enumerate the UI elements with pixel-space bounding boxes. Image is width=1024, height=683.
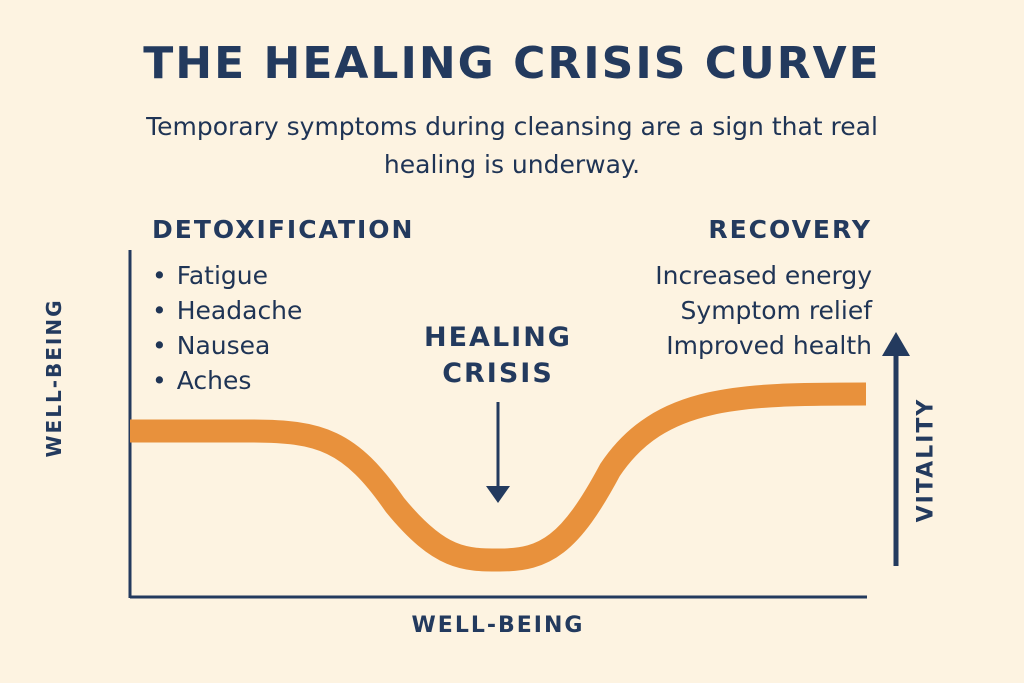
recovery-heading: RECOVERY xyxy=(708,215,872,244)
healing-crisis-line1: HEALING xyxy=(424,322,572,353)
y-axis-label: WELL-BEING xyxy=(42,298,66,458)
x-axis-label: WELL-BEING xyxy=(411,613,585,638)
symptom-item: Fatigue xyxy=(152,258,302,293)
benefit-item: Symptom relief xyxy=(680,296,872,325)
vitality-label: VITALITY xyxy=(913,397,939,523)
symptom-item: Nausea xyxy=(152,328,302,363)
detox-symptom-list: Fatigue Headache Nausea Aches xyxy=(152,258,303,398)
down-arrow-icon xyxy=(486,402,510,503)
recovery-benefit-list: Increased energy Symptom relief Improved… xyxy=(590,258,872,363)
up-arrow-icon xyxy=(882,332,910,566)
diagram-subtitle: Temporary symptoms during cleansing are … xyxy=(146,112,878,179)
benefit-item: Increased energy xyxy=(655,261,872,290)
symptom-item: Aches xyxy=(152,363,302,398)
healing-curve xyxy=(130,382,867,572)
symptom-item: Headache xyxy=(152,293,303,328)
diagram-title: THE HEALING CRISIS CURVE xyxy=(143,38,881,89)
healing-crisis-line2: CRISIS xyxy=(442,358,554,389)
healing-crisis-label: HEALING CRISIS xyxy=(408,320,588,392)
detoxification-heading: DETOXIFICATION xyxy=(152,215,415,244)
benefit-item: Improved health xyxy=(666,331,872,360)
